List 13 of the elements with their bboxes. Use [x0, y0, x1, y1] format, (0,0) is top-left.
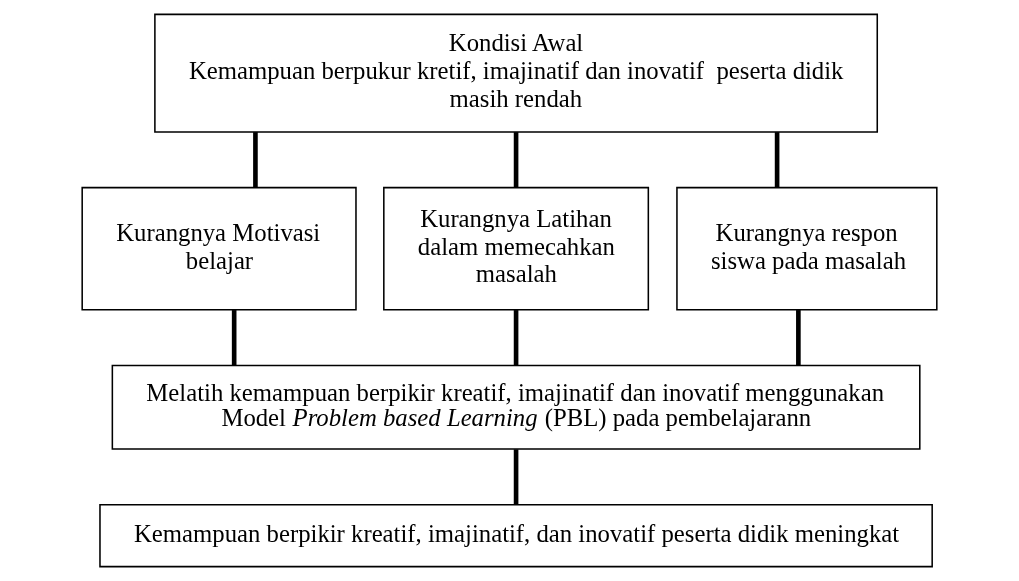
connector: [796, 310, 801, 366]
node-box: Kurangnya Motivasi belajar: [81, 186, 357, 311]
node-box: Kurangnya respon siswa pada masalah: [676, 186, 938, 311]
connector: [513, 310, 519, 366]
connector: [231, 310, 237, 366]
connector: [513, 132, 519, 188]
node-box: Kemampuan berpikir kreatif, imajinatif, dan inovatif peserta didik meningkat: [99, 503, 933, 568]
node-box: Kondisi Awal Kemampuan berpukur kretif, imajinatif dan inovatif peserta didik masih rendah: [154, 13, 879, 133]
connector: [513, 449, 519, 505]
node-box: Kurangnya Latihan dalam memecahkan masalah: [383, 186, 650, 311]
connector: [774, 132, 780, 188]
node-box: Melatih kemampuan berpikir kreatif, imajinatif dan inovatif menggunakan Model Problem based Learning (PBL) pada pembelajarann: [111, 364, 921, 450]
connector: [253, 132, 258, 188]
